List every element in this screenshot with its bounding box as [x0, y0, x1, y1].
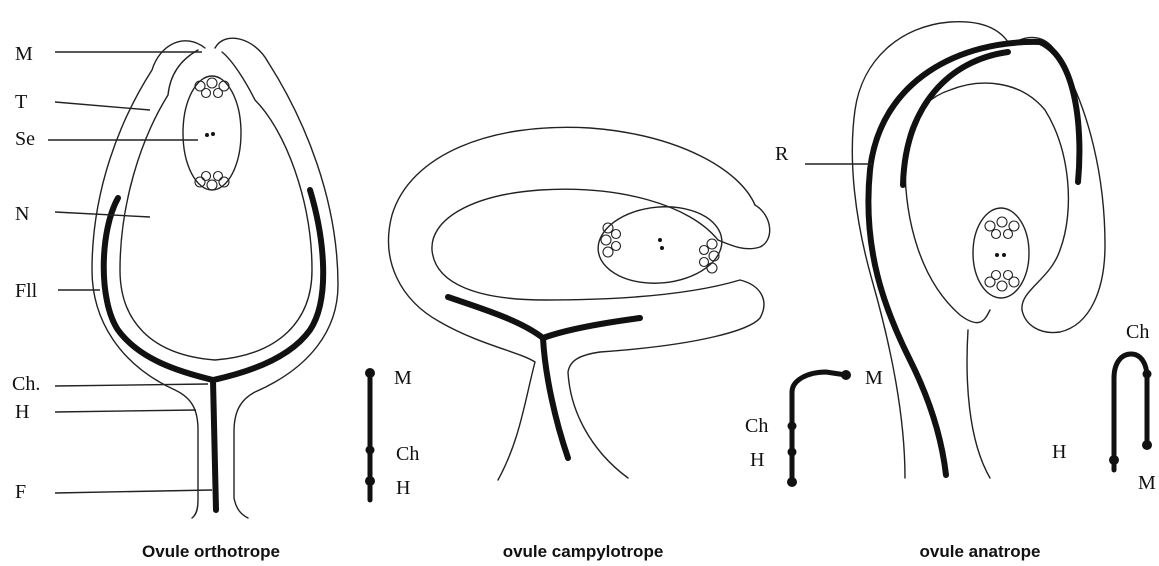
anatrope-inner-bundle-2	[903, 52, 1008, 185]
anatrope-funicle-outline	[967, 330, 990, 478]
orthotrope-antipodals	[195, 172, 229, 191]
campylotrope-outer-integument	[389, 127, 755, 480]
schema-left-label-H: H	[750, 449, 764, 471]
anatrope-polar-nucleus	[1002, 253, 1006, 257]
label-T: T	[15, 91, 27, 113]
schema-label-M: M	[394, 367, 412, 389]
campylotrope-outer-lower	[718, 205, 770, 249]
orthotrope-polar-nucleus	[211, 132, 215, 136]
anatrope-schema-left: M Ch H	[745, 367, 883, 487]
schema-right-label-Ch: Ch	[1126, 321, 1149, 343]
label-Se: Se	[15, 128, 35, 150]
orthotrope-egg-apparatus	[195, 78, 229, 98]
label-H: H	[15, 401, 29, 423]
anatrope-polar-nucleus	[995, 253, 999, 257]
orthotrope-vascular-bundle	[104, 190, 323, 380]
label-M: M	[15, 43, 33, 65]
campylotrope-egg-apparatus	[601, 223, 621, 257]
leader-line-Ch	[55, 384, 208, 386]
label-N: N	[15, 203, 29, 225]
anatrope-schema-right: Ch M	[1109, 321, 1156, 494]
label-H-anatrope: H	[1052, 441, 1066, 463]
anatrope-embryo-sac	[973, 208, 1029, 298]
leader-line-H	[55, 410, 196, 412]
caption-orthotrope: Ovule orthotrope	[142, 542, 280, 561]
anatrope-inner-integument	[905, 83, 1068, 323]
campylotrope-ovule: ovule campylotrope	[389, 127, 770, 561]
orthotrope-funicle-bundle	[213, 380, 216, 510]
anatrope-ovule: R H M Ch H Ch M ovule anatrope	[745, 22, 1156, 561]
campylotrope-antipodals	[700, 239, 720, 273]
schema-label-H: H	[396, 477, 410, 499]
schema-right-label-M: M	[1138, 472, 1156, 494]
orthotrope-polar-nucleus	[205, 133, 209, 137]
campylotrope-vascular-bundle	[448, 297, 640, 338]
campylotrope-inner-integument	[432, 189, 764, 478]
caption-anatrope: ovule anatrope	[920, 542, 1041, 561]
caption-campylotrope: ovule campylotrope	[503, 542, 664, 561]
campylotrope-funicle-bundle	[543, 338, 568, 458]
label-F: F	[15, 481, 26, 503]
label-R: R	[775, 143, 789, 165]
anatrope-antipodals	[985, 271, 1019, 292]
orthotrope-outer-integument	[92, 41, 205, 518]
campylotrope-embryo-sac	[595, 202, 725, 289]
orthotrope-ovule: M T Se N Fll Ch. H F M Ch H Ovule orthot…	[12, 38, 419, 561]
label-Ch: Ch.	[12, 373, 40, 395]
campylotrope-polar-nucleus	[660, 246, 664, 250]
leader-line-N	[55, 212, 150, 217]
orthotrope-outer-integument-right	[215, 38, 338, 518]
campylotrope-polar-nucleus	[658, 238, 662, 242]
label-Fll: Fll	[15, 280, 38, 302]
schema-left-label-Ch: Ch	[745, 415, 768, 437]
orthotrope-schema: M Ch H	[365, 367, 419, 500]
anatrope-egg-apparatus	[985, 217, 1019, 239]
schema-label-Ch: Ch	[396, 443, 419, 465]
leader-line-T	[55, 102, 150, 110]
leader-line-F	[55, 490, 212, 493]
anatrope-raphe-bundle	[868, 42, 1040, 475]
anatrope-outer-integument-right	[1010, 37, 1105, 332]
schema-left-label-M: M	[865, 367, 883, 389]
